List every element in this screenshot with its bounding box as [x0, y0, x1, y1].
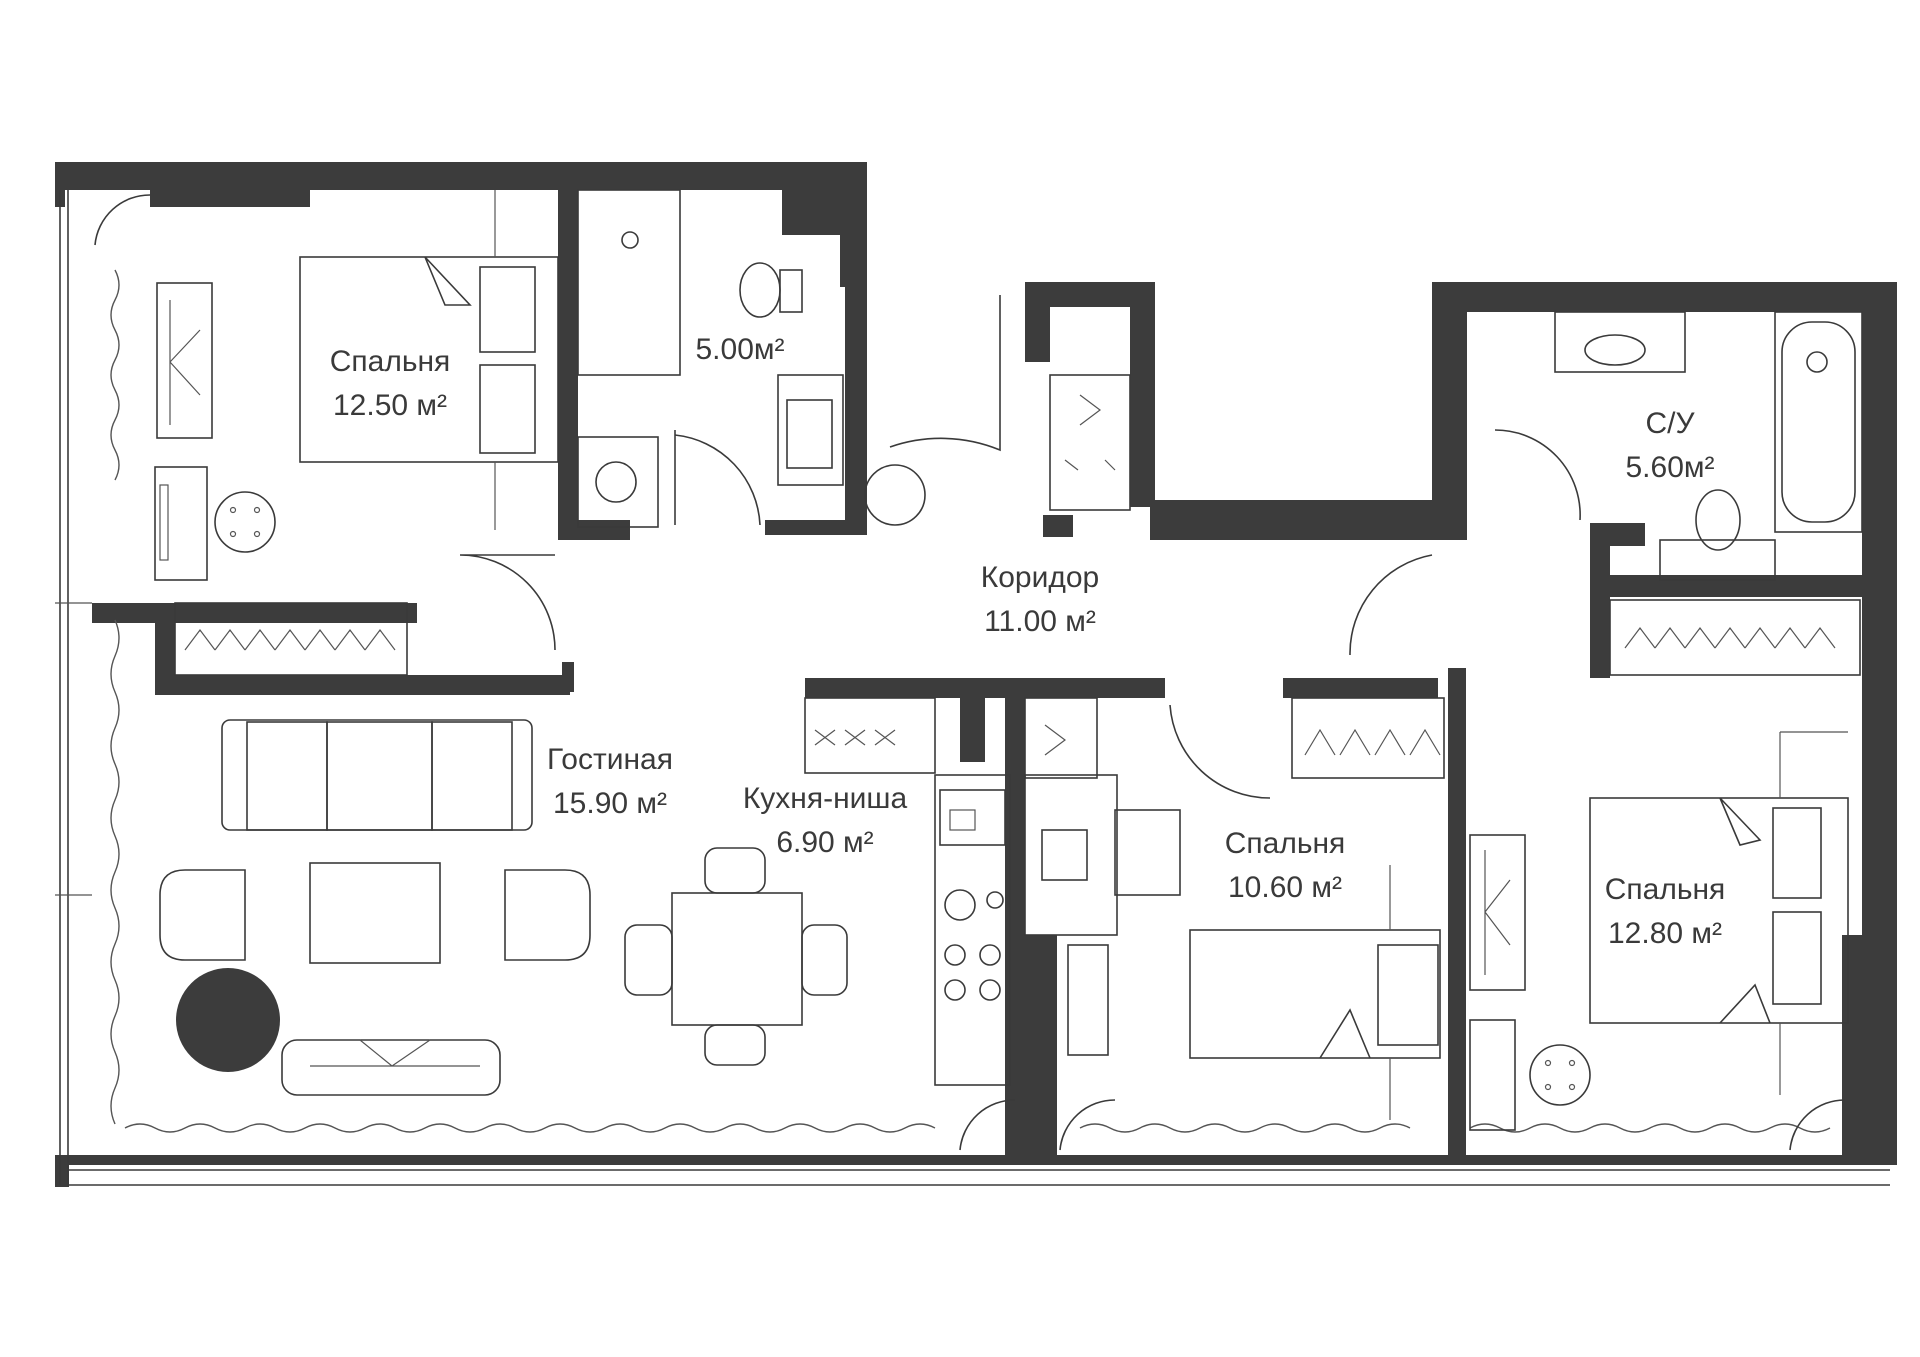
- living-furniture: [159, 719, 848, 1096]
- room-name: Спальня: [1224, 827, 1346, 860]
- room-area: 6.90 м²: [776, 826, 874, 859]
- bedroom1-furniture: [154, 190, 559, 581]
- room-area: 5.00м²: [695, 333, 785, 366]
- room-label-corridor: Коридор 11.00 м²: [955, 556, 1125, 644]
- room-area: 5.60м²: [1625, 451, 1715, 484]
- room-label-bedroom1: Спальня 12.50 м²: [300, 340, 480, 428]
- walls: [55, 162, 1897, 1187]
- kitchen-furniture: [804, 697, 1181, 1086]
- bedroom3-furniture: [1469, 731, 1849, 1131]
- window-lines: [55, 190, 1890, 1186]
- room-name: Гостиная: [547, 743, 673, 776]
- bath2-fixtures: [1554, 311, 1863, 581]
- room-name: Спальня: [329, 345, 451, 378]
- room-label-kitchen: Кухня-ниша 6.90 м²: [735, 777, 915, 865]
- room-label-bath2: С/У 5.60м²: [1600, 402, 1740, 490]
- doors: [94, 194, 1846, 1151]
- room-area: 12.50 м²: [332, 389, 448, 422]
- bath1-fixtures: [577, 189, 926, 528]
- room-label-living: Гостиная 15.90 м²: [530, 738, 690, 826]
- room-name: Спальня: [1604, 873, 1726, 906]
- room-name: Кухня-ниша: [742, 782, 908, 815]
- room-area: 15.90 м²: [552, 787, 668, 820]
- room-area: 12.80 м²: [1607, 917, 1723, 950]
- room-label-bedroom3: Спальня 12.80 м²: [1580, 868, 1750, 956]
- wardrobes: [174, 599, 1861, 779]
- corridor-closet: [1049, 374, 1131, 511]
- room-area: 11.00 м²: [984, 605, 1096, 638]
- room-label-bath1: 5.00м²: [680, 328, 800, 372]
- room-area: 10.60 м²: [1227, 871, 1343, 904]
- curtains: [110, 269, 1831, 1133]
- room-label-bedroom2: Спальня 10.60 м²: [1200, 822, 1370, 910]
- bedroom2-furniture: [1067, 865, 1441, 1120]
- room-name: С/У: [1645, 407, 1695, 440]
- room-name: Коридор: [980, 561, 1100, 594]
